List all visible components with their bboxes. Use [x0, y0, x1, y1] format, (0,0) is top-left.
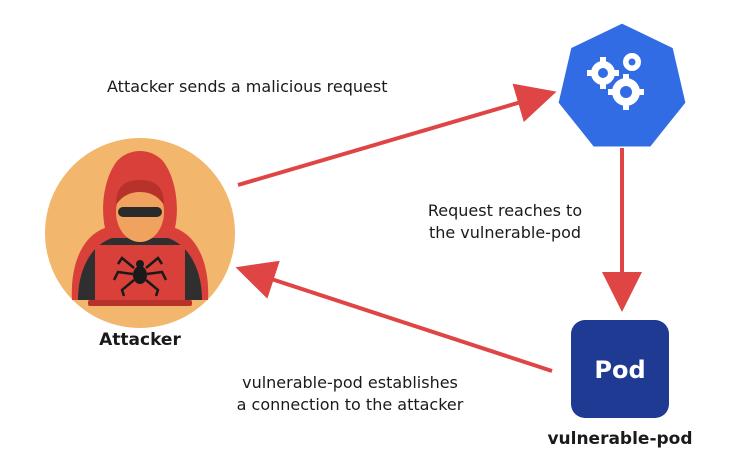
attacker-label: Attacker — [99, 330, 181, 350]
arrow-pod-to-attacker — [235, 260, 553, 373]
edge-label-line: a connection to the attacker — [236, 395, 464, 414]
edge-label-connection: vulnerable-pod establishes a connection … — [200, 372, 500, 416]
pod-badge-label: Pod — [594, 356, 646, 384]
edge-label-line: Request reaches to — [427, 201, 583, 220]
gear-icon — [591, 53, 641, 106]
spider-icon — [112, 256, 168, 297]
kubernetes-icon — [555, 20, 689, 150]
pod-icon — [571, 320, 669, 418]
hacker-avatar-icon — [45, 138, 235, 328]
arrow-attacker-to-kubernetes — [237, 83, 557, 187]
edge-label-malicious-request: Attacker sends a malicious request — [107, 77, 388, 96]
edge-label-line: vulnerable-pod establishes — [242, 373, 458, 392]
edge-label-line: the vulnerable-pod — [428, 223, 582, 242]
pod-label: vulnerable-pod — [547, 429, 693, 449]
edge-label-reaches-pod: Request reaches to the vulnerable-pod — [395, 200, 615, 244]
